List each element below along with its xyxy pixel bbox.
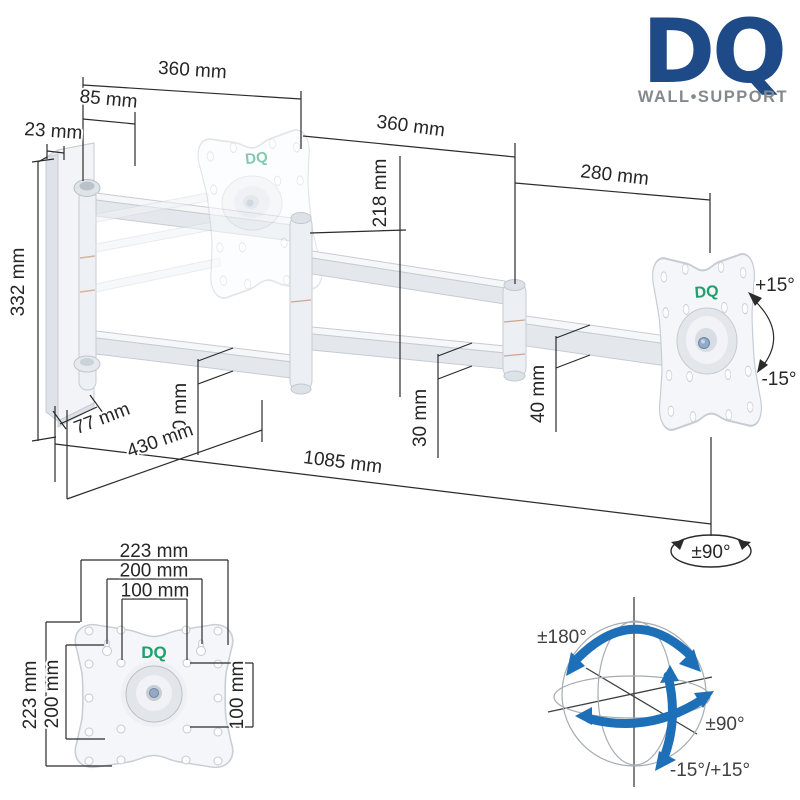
joint-post-1 [289,212,313,395]
keyhole-slot [102,646,112,656]
ghost-folded-arms [95,192,221,293]
dim-218-label: 218 mm [370,159,391,228]
swivel-label: ±90° [691,542,730,563]
dim-1085-label: 1085 mm [302,447,383,478]
tilt-arrow-up [748,292,762,306]
arm-lower-2 [311,326,506,370]
swivel-angle-indicator: ±90° [670,534,752,568]
swivel-arrow-left [671,540,684,550]
sphere-swivel-arrow-left [575,707,592,725]
sphere-tilt-label: -15°/+15° [670,760,750,781]
detail-plate-logo: DQ [141,643,167,662]
arm-upper-2 [311,250,506,305]
arm-lower-1 [95,330,301,380]
tilt-angle-indicator: +15° -15° [748,273,799,392]
sphere-swivel-label: ±90° [705,714,744,735]
dim-430-label: 430 mm [124,419,196,462]
detail-223-top-label: 223 mm [120,541,189,562]
brand-tagline: WALL•SUPPORT [638,88,788,106]
vesa-plate-main: DQ [650,252,764,432]
swivel-arrow-right [738,540,751,550]
dim-280-label: 280 mm [579,161,650,190]
ghost-plate-logo: DQ [244,149,268,168]
plate-holes [84,625,223,766]
detail-dimension-lines [45,559,254,767]
brand-logo-text: DQ [642,0,784,103]
sphere-swivel-arrow-right [694,691,714,708]
tilt-down-label: -15° [761,369,796,390]
main-plate-logo: DQ [694,283,719,302]
dim-40-label: 40 mm [528,365,549,423]
wall-hinge-post [73,179,101,391]
tilt-arrow-down [757,359,768,373]
detail-200-top-label: 200 mm [120,561,189,582]
detail-223-left-label: 223 mm [20,661,41,730]
detail-center-screw [149,688,159,698]
sphere-pan-label: ±180° [537,627,587,648]
dim-30-left-label: 30 mm [170,383,191,441]
pan-arrow-left [566,652,585,676]
dimension-lines [31,77,712,536]
vesa-plate-detail: DQ 223 mm 200 mm 100 mm 223 m [18,539,254,769]
arm-3 [525,315,681,377]
dim-360-mid-label: 360 mm [375,112,446,142]
dim-332-label: 332 mm [8,248,29,317]
rotation-sphere-diagram: ±180° ±90° -15°/+15° [536,597,752,787]
dim-23-label: 23 mm [24,119,83,144]
tilt-up-label: +15° [755,275,795,296]
brand-logo: DQ WALL•SUPPORT [638,0,788,106]
sphere-tilt-arrow-up [660,665,679,683]
sphere-tilt-arrow-down [655,751,676,771]
detail-dimension-labels: 223 mm 200 mm 100 mm 223 mm 200 mm 100 m… [18,539,250,731]
keyhole-slot [196,646,206,656]
dim-85-label: 85 mm [79,86,139,112]
pan-arrow-right [679,649,701,672]
detail-200-left-label: 200 mm [42,660,63,729]
dim-30-mid-label: 30 mm [410,389,431,447]
joint-post-2 [502,279,527,382]
detail-100-top-label: 100 mm [121,581,190,602]
dim-360-top-label: 360 mm [157,58,227,83]
detail-100-right-label: 100 mm [227,661,248,730]
